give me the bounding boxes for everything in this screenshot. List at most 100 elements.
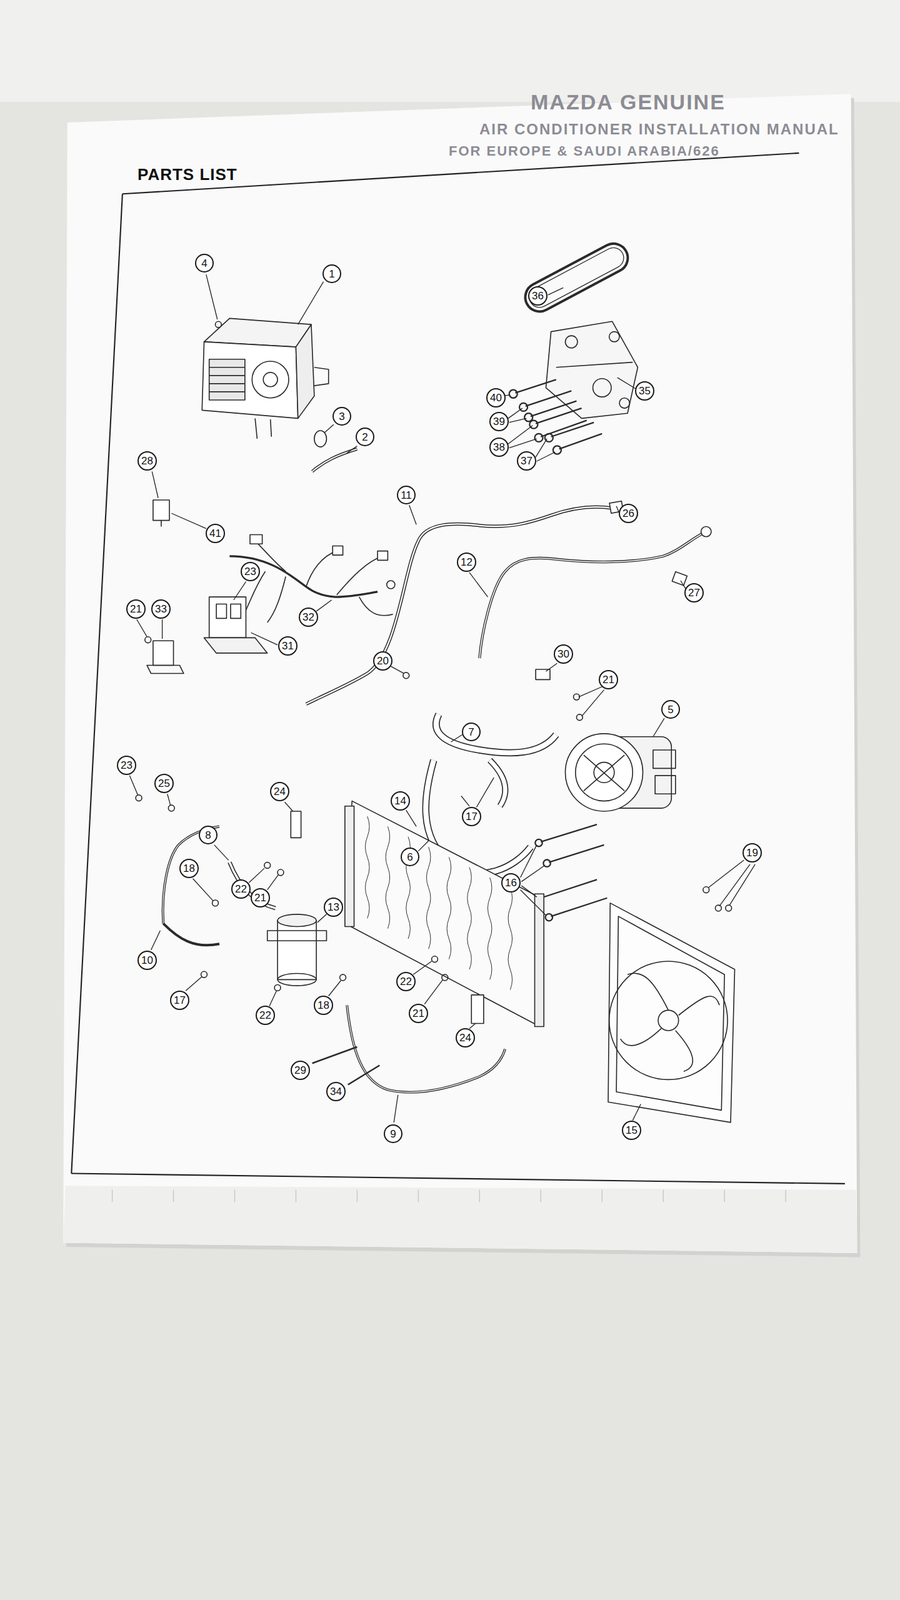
callout-circle: 7 — [461, 722, 481, 742]
callout-number: 11 — [400, 490, 412, 501]
callout-number: 12 — [460, 556, 473, 568]
callout-circle: 40 — [486, 388, 506, 408]
callout-circle: 25 — [154, 773, 174, 794]
callout-circle: 3 — [332, 406, 352, 426]
callout-number: 21 — [254, 892, 267, 904]
callout-number: 23 — [120, 760, 133, 771]
callout-number: 30 — [557, 648, 570, 660]
callout-circle: 16 — [501, 873, 521, 893]
callout-circle: 30 — [553, 644, 574, 664]
compressor-bolts — [535, 824, 607, 921]
callout-circle: 33 — [151, 599, 171, 619]
callout-number: 38 — [493, 441, 505, 453]
drive-belt — [520, 238, 633, 317]
callout-circle: 18 — [313, 995, 334, 1015]
callout-circle: 12 — [456, 552, 477, 572]
callout-number: 16 — [505, 877, 517, 889]
callout-number: 23 — [244, 566, 257, 577]
callout-number: 26 — [622, 508, 635, 519]
callout-number: 2 — [361, 431, 368, 443]
callout-circle: 29 — [290, 1060, 310, 1080]
callout-circle: 21 — [250, 888, 270, 908]
callout-number: 39 — [493, 416, 505, 427]
callout-circle: 17 — [461, 806, 482, 827]
callout-number: 10 — [141, 955, 154, 966]
callout-number: 36 — [531, 290, 544, 302]
callout-number: 33 — [155, 603, 167, 615]
callout-number: 13 — [327, 901, 340, 913]
callout-circle: 26 — [618, 503, 639, 524]
callout-number: 14 — [394, 795, 407, 807]
callout-circle: 13 — [323, 897, 344, 917]
relay-bracket — [146, 596, 268, 674]
callout-number: 4 — [201, 258, 207, 269]
callout-circle: 22 — [231, 879, 251, 899]
callout-number: 21 — [130, 603, 142, 615]
callout-circle: 4 — [195, 253, 214, 273]
callout-number: 40 — [490, 392, 502, 404]
callout-circle: 20 — [373, 651, 393, 671]
bolts — [509, 379, 603, 454]
callout-number: 6 — [406, 851, 413, 863]
callout-number: 25 — [158, 778, 170, 789]
callout-number: 24 — [459, 1032, 472, 1044]
callout-circle: 22 — [255, 1005, 275, 1025]
compressor-bracket — [545, 321, 638, 419]
callout-circle: 1 — [322, 264, 342, 284]
callout-number: 17 — [465, 811, 478, 822]
photo-ground — [0, 0, 900, 102]
parts — [135, 238, 735, 1123]
page-title: PARTS LIST — [137, 165, 238, 185]
callout-circle: 24 — [270, 781, 290, 802]
callout-circle: 24 — [455, 1028, 475, 1048]
paper-sheet — [63, 93, 857, 1254]
callout-number: 1 — [328, 268, 335, 280]
callout-circle: 36 — [528, 286, 548, 306]
callout-circle: 18 — [179, 858, 199, 879]
callout-circle: 21 — [598, 670, 619, 690]
callout-circle: 19 — [742, 843, 762, 863]
callout-number: 28 — [141, 455, 154, 467]
callout-number: 22 — [400, 976, 412, 987]
callout-number: 21 — [412, 1008, 425, 1019]
callout-number: 35 — [638, 385, 651, 397]
callout-number: 34 — [330, 1086, 342, 1097]
callout-number: 18 — [317, 1000, 330, 1011]
callout-circle: 15 — [621, 1120, 642, 1140]
callout-circle: 14 — [390, 791, 410, 811]
leader-lines — [129, 274, 755, 1123]
callout-number: 8 — [205, 830, 211, 841]
callout-circle: 28 — [137, 451, 157, 471]
callout-number: 15 — [625, 1125, 638, 1136]
blower-unit — [201, 318, 329, 439]
callout-number: 37 — [520, 455, 533, 467]
callout-circle: 35 — [635, 381, 655, 401]
callout-circle: 34 — [326, 1081, 346, 1102]
callout-circle: 38 — [489, 437, 509, 457]
ruler-strip — [63, 1185, 857, 1254]
callout-number: 22 — [259, 1010, 272, 1021]
callout-circle: 31 — [278, 636, 298, 656]
condenser — [345, 801, 544, 1027]
callout-number: 9 — [390, 1128, 396, 1140]
callout-circle: 8 — [198, 825, 218, 845]
callout-number: 31 — [281, 640, 294, 652]
callout-circle: 9 — [383, 1124, 403, 1144]
callout-number: 41 — [209, 528, 222, 539]
callout-circle: 22 — [396, 971, 416, 992]
callout-number: 21 — [602, 674, 615, 685]
callout-circle: 32 — [298, 607, 319, 627]
callout-circle: 2 — [355, 427, 375, 447]
receiver-drier — [267, 914, 327, 986]
callout-circle: 23 — [240, 561, 260, 582]
ruler-ticks — [112, 1190, 787, 1203]
callout-circle: 23 — [116, 755, 137, 775]
page-frame — [71, 153, 845, 1184]
callout-number: 20 — [376, 655, 389, 667]
callout-circle: 10 — [137, 950, 157, 970]
callout-number: 22 — [235, 883, 247, 895]
callout-circle: 21 — [126, 599, 146, 619]
callout-number: 3 — [338, 411, 345, 422]
compressor — [565, 733, 675, 812]
